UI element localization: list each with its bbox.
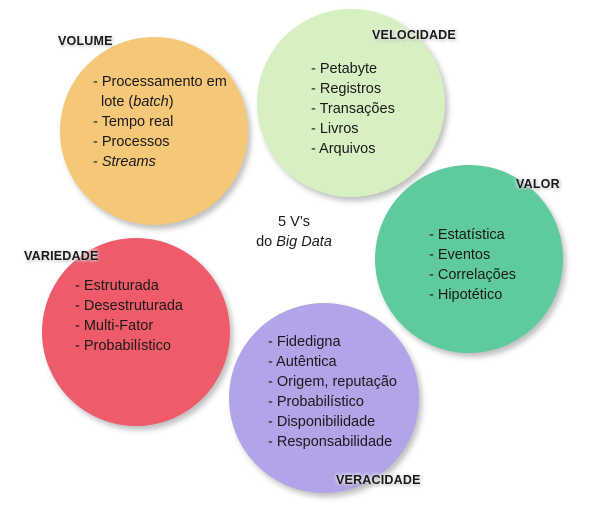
- list-item: - Estatística: [429, 227, 505, 243]
- velocidade-title: VELOCIDADE: [372, 28, 456, 42]
- veracidade-title: VERACIDADE: [336, 473, 421, 487]
- list-item: - Registros: [311, 81, 382, 97]
- list-item: - Streams: [93, 154, 156, 170]
- variedade-circle: [42, 238, 230, 426]
- center-line-2: do Big Data: [224, 232, 364, 252]
- list-item: - Origem, reputação: [268, 374, 397, 390]
- list-item: - Eventos: [429, 247, 491, 263]
- center-line-1: 5 V’s: [278, 214, 310, 230]
- center-line-2-prefix: do: [256, 234, 277, 250]
- velocidade-circle: [257, 9, 445, 197]
- list-item: - Petabyte: [311, 61, 378, 77]
- veracidade-list: - Fidedigna - Autêntica - Origem, reputa…: [268, 332, 397, 452]
- list-item: - Arquivos: [311, 141, 376, 157]
- list-item: - Processos: [93, 134, 170, 150]
- list-item: - Multi-Fator: [75, 318, 154, 334]
- veracidade-circle: [229, 303, 419, 493]
- list-item: - Livros: [311, 121, 359, 137]
- valor-list: - Estatística - Eventos - Correlações - …: [429, 225, 516, 305]
- variedade-list: - Estruturada - Desestruturada - Multi-F…: [75, 276, 183, 356]
- list-item: - Autêntica: [268, 354, 337, 370]
- list-item: - Responsabilidade: [268, 434, 393, 450]
- list-item: - Disponibilidade: [268, 414, 376, 430]
- volume-list: - Processamento em lote (batch) - Tempo …: [93, 72, 227, 172]
- velocidade-list: - Petabyte - Registros - Transações - Li…: [311, 59, 395, 159]
- list-item: - Fidedigna: [268, 334, 341, 350]
- volume-title: VOLUME: [58, 34, 113, 48]
- list-item: - Desestruturada: [75, 298, 183, 314]
- center-line-2-italic: Big Data: [276, 234, 332, 250]
- list-item: lote (batch): [101, 94, 174, 110]
- list-item: - Estruturada: [75, 278, 159, 294]
- list-item: - Hipotético: [429, 287, 503, 303]
- list-item: - Transações: [311, 101, 395, 117]
- list-item: - Probabilístico: [268, 394, 364, 410]
- center-label: 5 V’s do Big Data: [224, 212, 364, 252]
- list-item: - Probabilístico: [75, 338, 171, 354]
- list-item: - Correlações: [429, 267, 517, 283]
- variedade-title: VARIEDADE: [24, 249, 99, 263]
- valor-title: VALOR: [516, 177, 560, 191]
- list-item: - Processamento em: [93, 74, 227, 90]
- list-item: - Tempo real: [93, 114, 174, 130]
- valor-circle: [375, 165, 563, 353]
- volume-circle: [60, 37, 248, 225]
